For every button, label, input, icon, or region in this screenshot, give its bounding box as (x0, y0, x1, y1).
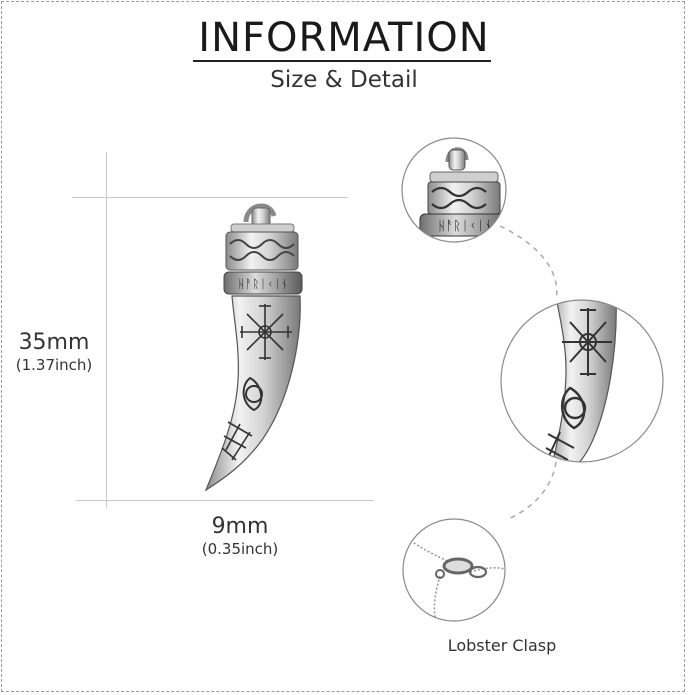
title-underline (193, 60, 491, 62)
detail-circle-cap: ᚺᚨᚱᛁᚲᛁᚾ (401, 137, 507, 243)
page-title: INFORMATION (198, 15, 490, 61)
connector-bottom (505, 461, 557, 521)
svg-text:ᚺᚨᚱᛁᚲᛁᚾ: ᚺᚨᚱᛁᚲᛁᚾ (438, 219, 493, 234)
bottom-guide-horizontal (76, 500, 374, 501)
detail-circle-clasp (402, 518, 506, 622)
height-guide-vertical (106, 152, 107, 508)
height-dimension: 35mm (1.37inch) (4, 330, 104, 374)
height-inch-label: (1.37inch) (15, 356, 93, 374)
detail-circle-body (500, 299, 664, 463)
svg-text:ᚺᚨᚱᛁᚲᛁᚾ: ᚺᚨᚱᛁᚲᛁᚾ (238, 277, 288, 291)
connector-top (499, 225, 558, 301)
top-guide-horizontal (72, 197, 348, 198)
clasp-caption: Lobster Clasp (447, 636, 557, 655)
page-subtitle: Size & Detail (270, 67, 418, 93)
horn-pendant: ᚺᚨᚱᛁᚲᛁᚾ (204, 203, 303, 492)
width-dimension: 9mm (0.35inch) (180, 514, 300, 558)
width-mm-label: 9mm (211, 514, 269, 539)
width-inch-label: (0.35inch) (201, 540, 279, 558)
height-mm-label: 35mm (18, 330, 90, 355)
